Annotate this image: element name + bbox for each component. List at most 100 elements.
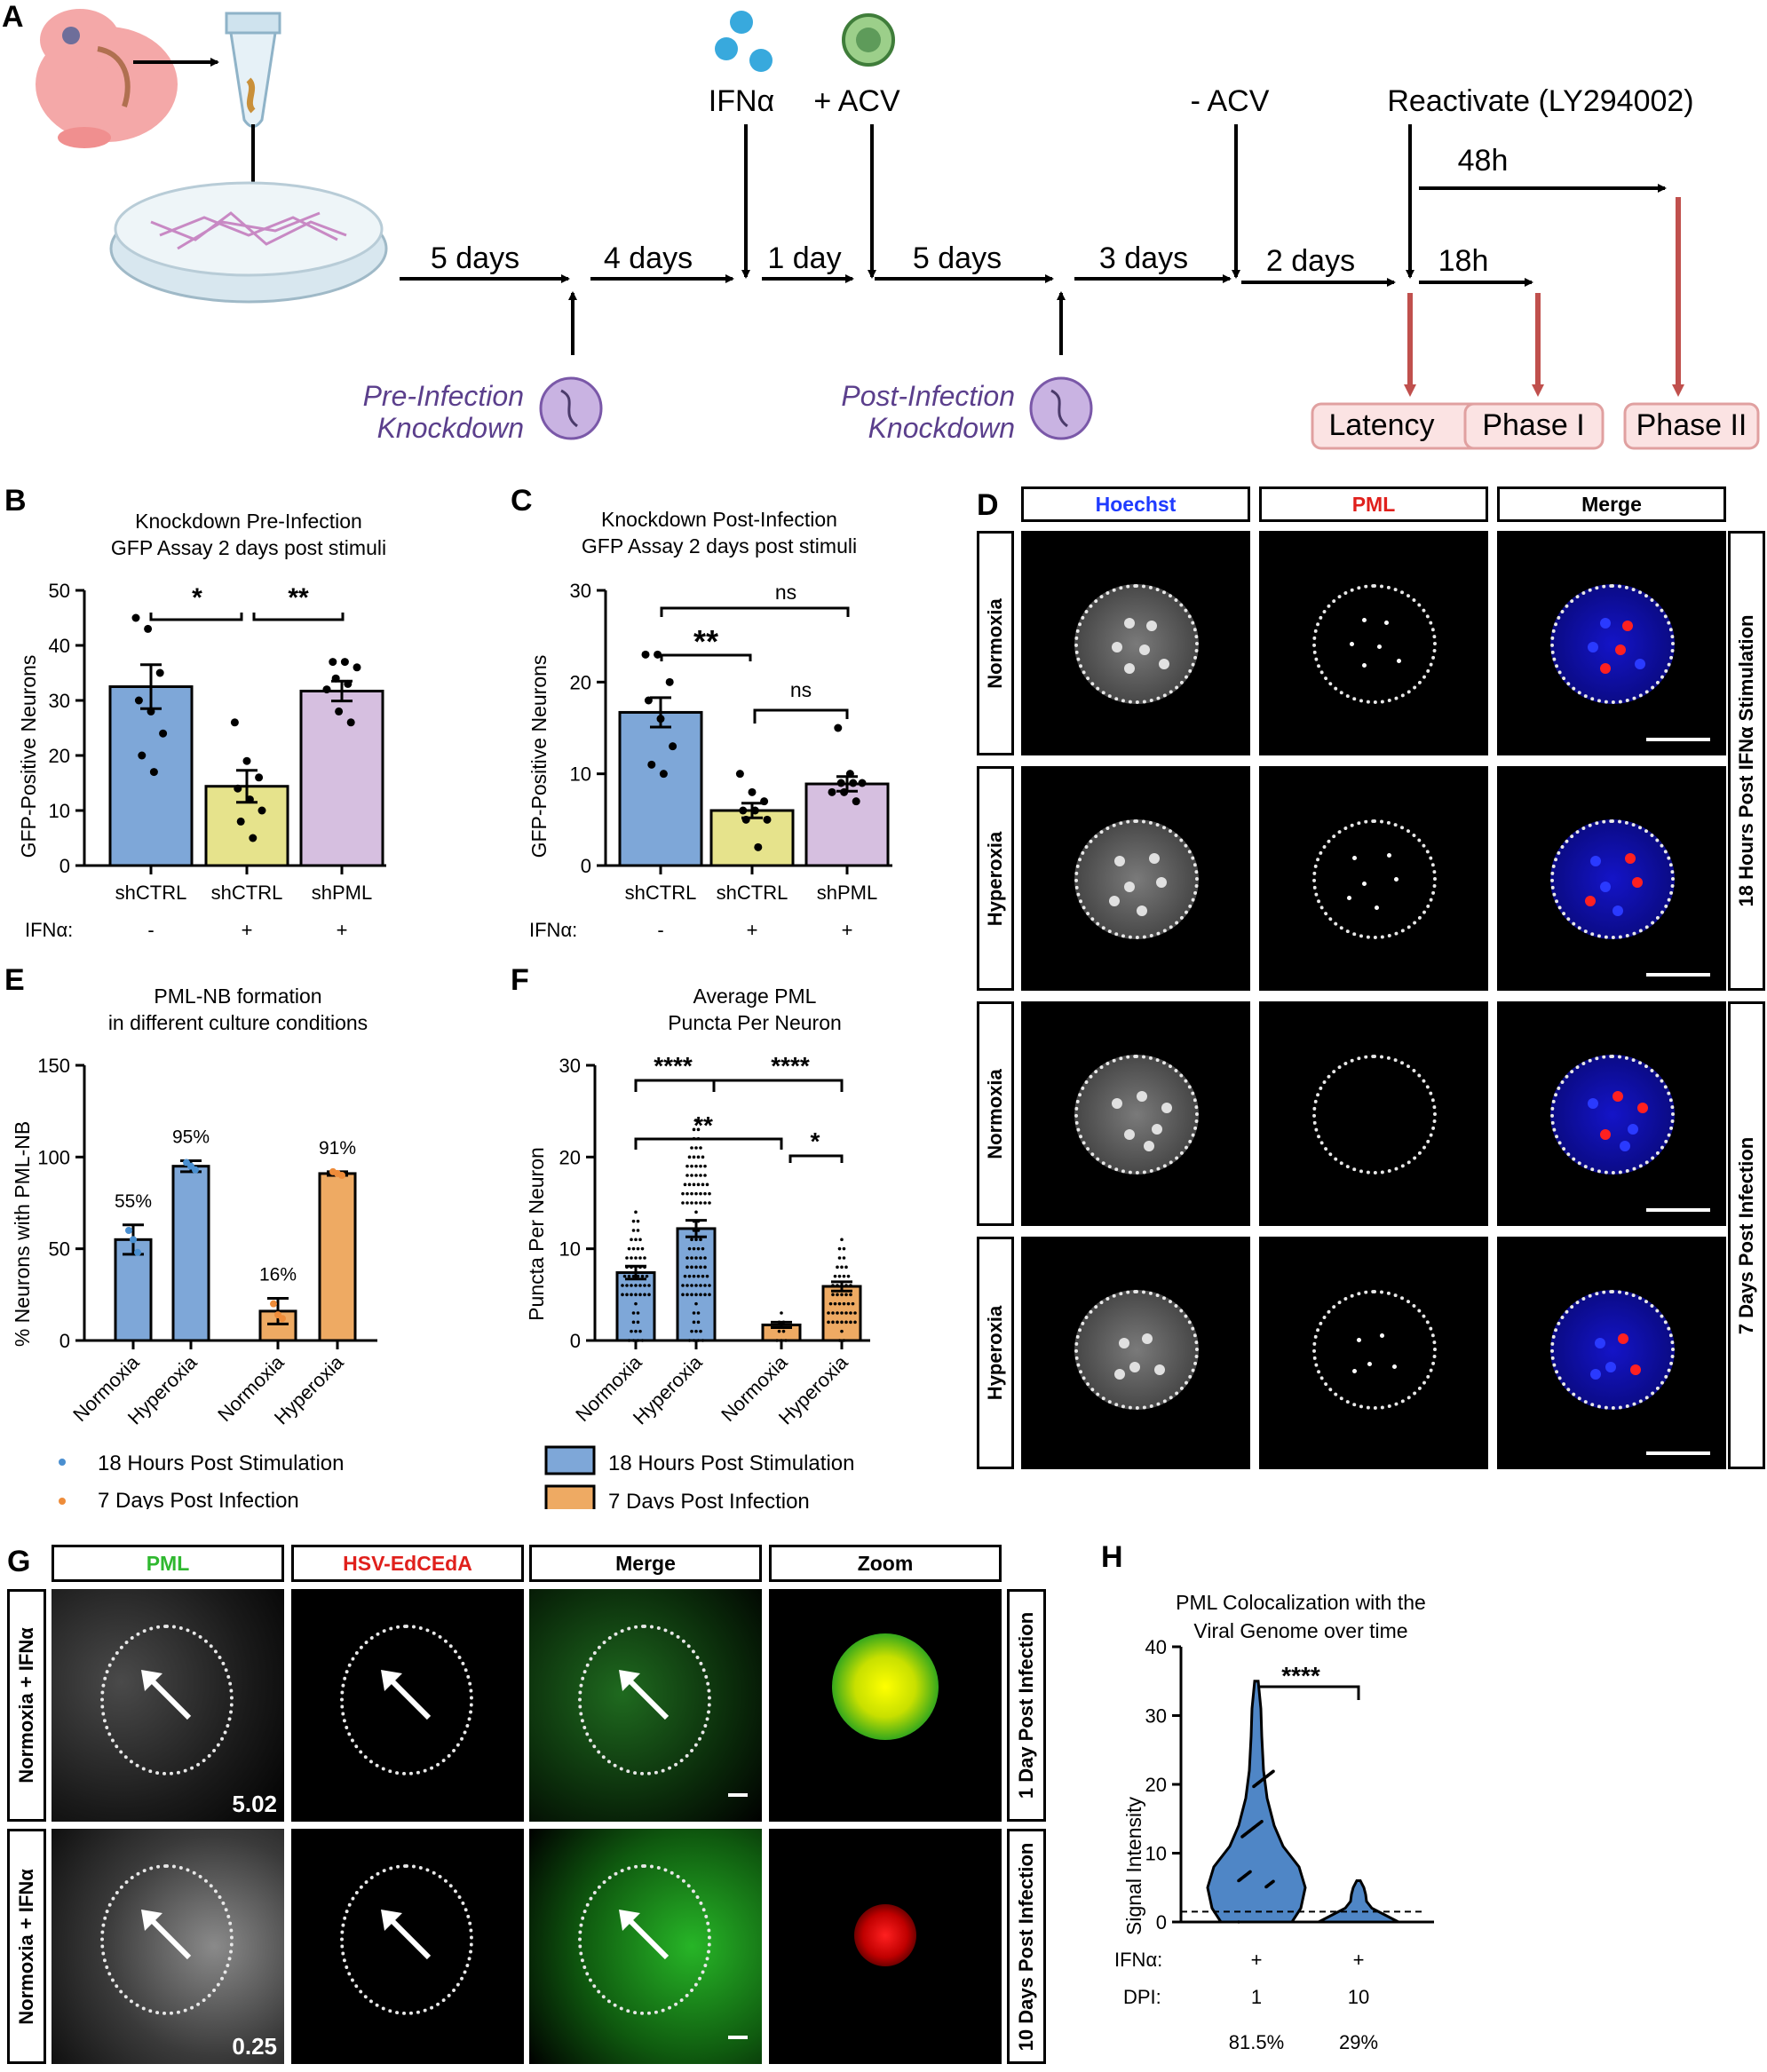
data-point (685, 1174, 689, 1177)
data-point (831, 1284, 835, 1287)
ifn-label: IFNα: (1114, 1949, 1162, 1971)
scale-bar (1646, 973, 1710, 977)
step-label: 3 days (1099, 241, 1188, 275)
data-point (844, 1265, 848, 1269)
puncta (1351, 1369, 1357, 1374)
puncta (1137, 1090, 1147, 1102)
data-point (353, 663, 361, 672)
data-point (636, 1311, 640, 1315)
data-point (763, 815, 772, 824)
data-point (1237, 1920, 1240, 1924)
legend-dot-orange (59, 1498, 66, 1505)
data-point (643, 1284, 646, 1287)
intensity-value: 5.02 (232, 1791, 277, 1817)
x-tick-label: shCTRL (717, 882, 788, 904)
data-point (777, 1329, 781, 1333)
row-label-box: Hyperoxia (977, 1237, 1014, 1469)
data-point (1237, 1878, 1240, 1883)
panel-h-chart: H PML Colocalization with the Viral Geno… (1101, 1540, 1434, 2053)
data-point (699, 1174, 702, 1177)
data-point (634, 1210, 638, 1214)
data-point (703, 1164, 707, 1168)
data-point (741, 815, 750, 824)
data-point (694, 1201, 698, 1205)
data-point (634, 1293, 638, 1297)
data-point (777, 1320, 781, 1325)
dpi-label: DPI: (1123, 1986, 1161, 2008)
puncta (1124, 663, 1135, 675)
data-point (630, 1265, 633, 1269)
data-point (631, 1311, 636, 1315)
step-label: 2 days (1266, 244, 1355, 278)
data-point (631, 1219, 636, 1223)
row-label: Normoxia + IFNα (15, 1627, 37, 1783)
data-point (694, 1284, 698, 1287)
pml-image (1259, 1001, 1488, 1226)
data-point (685, 1293, 689, 1297)
y-tick-label: 20 (559, 1146, 581, 1168)
data-point (708, 1191, 711, 1196)
data-point (329, 658, 337, 667)
data-point (836, 1284, 839, 1287)
step-label: 4 days (604, 241, 693, 275)
row-label: Hyperoxia (984, 1305, 1006, 1401)
data-point (340, 658, 349, 667)
puncta (1397, 658, 1402, 663)
scale-bar (1646, 1451, 1710, 1455)
puncta (1149, 852, 1160, 864)
data-point (842, 1301, 846, 1306)
puncta (1627, 1124, 1638, 1135)
puncta (1622, 620, 1634, 631)
puncta (1112, 641, 1122, 652)
puncta (1153, 1364, 1165, 1375)
zoom-image (769, 1829, 1002, 2064)
hoechst-image (1021, 1001, 1250, 1226)
data-point (692, 1182, 696, 1187)
puncta (1351, 855, 1357, 860)
data-point (708, 1201, 711, 1205)
sig-star: ** (288, 583, 309, 613)
arrow-icon (141, 1910, 192, 1960)
data-point (781, 1320, 786, 1325)
data-point (703, 1191, 707, 1196)
panel-g-label: G (7, 1545, 31, 1578)
ifn-value: + (1353, 1949, 1365, 1971)
y-axis-label: Puncta Per Neuron (525, 1147, 548, 1321)
y-tick-label: 0 (1156, 1911, 1167, 1934)
column-header-merge: Merge (529, 1545, 762, 1582)
x-tick-label: shPML (817, 882, 877, 904)
data-point (699, 1164, 702, 1168)
data-point (849, 1311, 852, 1315)
outcome-label: Latency (1328, 408, 1434, 442)
merge-image (1497, 1237, 1726, 1469)
data-point (155, 668, 164, 677)
data-point (836, 1311, 839, 1315)
data-point (699, 1238, 702, 1242)
data-point (696, 1246, 701, 1251)
puncta (1589, 1369, 1601, 1380)
data-point (234, 784, 242, 793)
data-point (840, 1320, 844, 1325)
data-point (837, 1246, 842, 1251)
data-point (696, 1155, 701, 1159)
data-point (844, 1320, 848, 1325)
data-point (701, 1155, 705, 1159)
data-point (690, 1284, 693, 1287)
data-point (696, 1339, 701, 1342)
data-point (690, 1191, 693, 1196)
data-point (654, 650, 662, 659)
puncta (1637, 1103, 1648, 1113)
data-point (685, 1265, 689, 1269)
data-point (685, 1164, 689, 1168)
data-point (665, 677, 674, 686)
arrow-icon (619, 1910, 670, 1960)
puncta (1620, 1141, 1631, 1152)
data-point (784, 1339, 788, 1342)
ifn-value: + (337, 919, 348, 941)
data-point (694, 1293, 698, 1297)
data-point (853, 1320, 857, 1325)
data-point (1252, 1784, 1256, 1789)
row-label: Normoxia (984, 597, 1006, 689)
puncta (1347, 896, 1352, 901)
data-point (828, 787, 836, 796)
